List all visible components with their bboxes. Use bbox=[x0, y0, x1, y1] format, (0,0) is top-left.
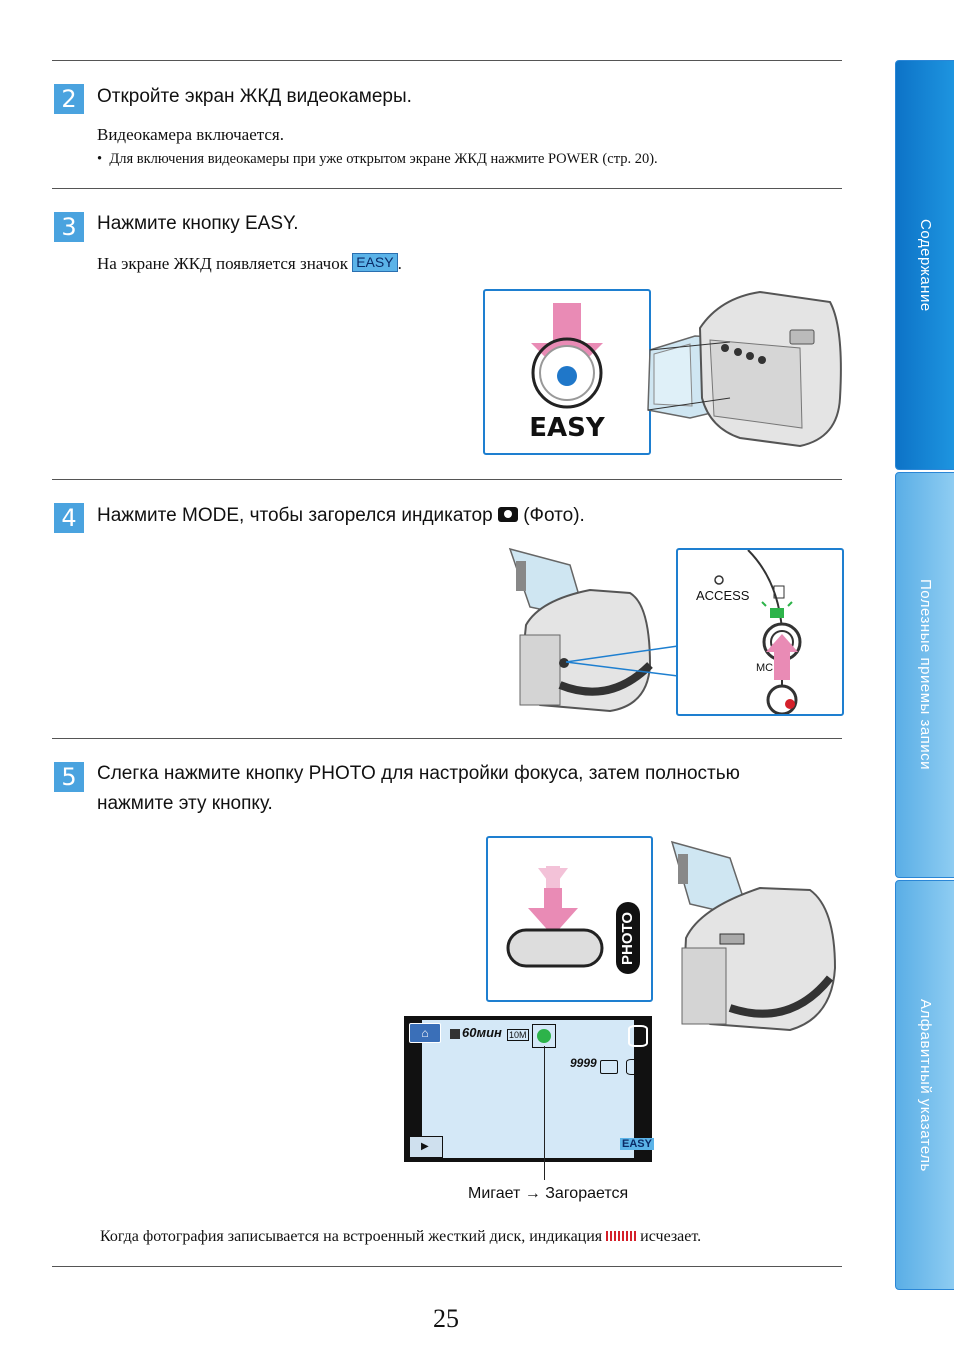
playback-button[interactable]: ▶ bbox=[409, 1136, 443, 1158]
divider bbox=[52, 188, 842, 189]
step-2-bullet: • Для включения видеокамеры при уже откр… bbox=[97, 151, 658, 168]
caption-lights: Загорается bbox=[545, 1185, 629, 1202]
side-tab-index[interactable]: Алфавитный указатель bbox=[895, 880, 954, 1290]
easy-figure-label: EASY bbox=[529, 413, 605, 443]
bullet-icon: • bbox=[97, 151, 110, 167]
recording-indicator-icon bbox=[606, 1231, 637, 1241]
photo-count: 9999 bbox=[570, 1056, 597, 1070]
camera-icon bbox=[497, 507, 518, 522]
focus-callout-line bbox=[544, 1046, 545, 1180]
step-3-text: На экране ЖКД появляется значок EASY. bbox=[97, 253, 402, 274]
step-2-bullet-text: Для включения видеокамеры при уже открыт… bbox=[109, 151, 658, 167]
page-number: 25 bbox=[433, 1304, 459, 1333]
play-icon: ▶ bbox=[421, 1141, 429, 1152]
hdd-icon bbox=[626, 1059, 640, 1075]
step-3-text-after: . bbox=[397, 254, 402, 273]
access-label: ACCESS bbox=[696, 588, 750, 603]
lcd-screen: ⌂ 60мин 10M 9999 ▶ EASY bbox=[404, 1016, 654, 1162]
photo-button-illustration bbox=[506, 866, 604, 968]
divider bbox=[52, 479, 842, 480]
step-5-title-line-2: нажмите эту кнопку. bbox=[97, 793, 273, 814]
caption-blinks: Мигает bbox=[468, 1185, 521, 1202]
divider bbox=[52, 1266, 842, 1267]
side-tab-contents[interactable]: Содержание bbox=[895, 60, 954, 470]
footnote-before: Когда фотография записывается на встроен… bbox=[100, 1228, 603, 1245]
home-button[interactable]: ⌂ bbox=[409, 1023, 441, 1043]
home-icon: ⌂ bbox=[421, 1026, 429, 1040]
divider bbox=[52, 60, 842, 61]
mode-label: MC bbox=[756, 662, 774, 674]
divider bbox=[52, 738, 842, 739]
camcorder-illustration bbox=[670, 840, 837, 1032]
easy-indicator: EASY bbox=[620, 1138, 654, 1150]
side-tab-contents-label: Содержание bbox=[917, 218, 934, 312]
footnote: Когда фотография записывается на встроен… bbox=[100, 1228, 701, 1246]
step-number-5: 5 bbox=[54, 762, 84, 792]
focus-indicator bbox=[532, 1024, 556, 1048]
side-tab-tips-label: Полезные приемы записи bbox=[917, 579, 934, 771]
step-2-title: Откройте экран ЖКД видеокамеры. bbox=[97, 86, 412, 107]
mode-button-figure: ACCESS MC bbox=[676, 548, 844, 716]
camera-icon bbox=[600, 1060, 618, 1074]
photo-label: PHOTO bbox=[616, 902, 640, 974]
image-size-indicator: 10M bbox=[507, 1029, 529, 1041]
focus-caption: Мигает → Загорается bbox=[468, 1185, 628, 1203]
camcorder-illustration bbox=[508, 547, 653, 713]
step-2-text: Видеокамера включается. bbox=[97, 125, 284, 144]
step-5-title-line-1: Слегка нажмите кнопку PHOTO для настройк… bbox=[97, 763, 740, 784]
storage-icon bbox=[628, 1025, 648, 1047]
callout-line bbox=[565, 645, 679, 677]
step-3-text-before: На экране ЖКД появляется значок bbox=[97, 254, 348, 273]
side-tab-index-label: Алфавитный указатель bbox=[917, 998, 934, 1172]
mode-button-illustration bbox=[714, 550, 802, 714]
step-4-title: Нажмите MODE, чтобы загорелся индикатор … bbox=[97, 501, 585, 531]
photo-button-figure: PHOTO bbox=[486, 836, 653, 1002]
easy-button-illustration bbox=[531, 303, 603, 409]
step-4-title-after: (Фото). bbox=[523, 505, 585, 526]
recording-time: 60мин bbox=[462, 1025, 502, 1040]
side-tab-tips[interactable]: Полезные приемы записи bbox=[895, 472, 954, 878]
step-number-3: 3 bbox=[54, 212, 84, 242]
caption-arrow: → bbox=[524, 1185, 541, 1202]
footnote-after: исчезает. bbox=[640, 1228, 702, 1245]
easy-badge-icon: EASY bbox=[352, 253, 398, 272]
step-4-title-before: Нажмите MODE, чтобы загорелся индикатор bbox=[97, 505, 493, 526]
battery-icon bbox=[450, 1029, 460, 1039]
camcorder-illustration bbox=[647, 290, 842, 448]
step-number-2: 2 bbox=[54, 84, 84, 114]
lcd-display bbox=[422, 1020, 634, 1158]
step-3-title: Нажмите кнопку EASY. bbox=[97, 213, 299, 234]
easy-button-figure: EASY bbox=[483, 289, 651, 455]
step-number-4: 4 bbox=[54, 503, 84, 533]
